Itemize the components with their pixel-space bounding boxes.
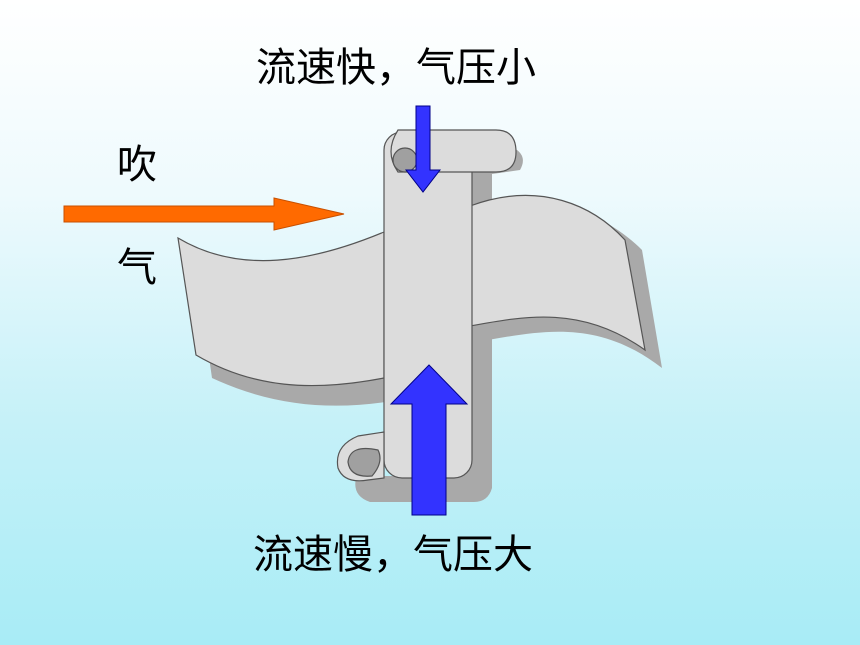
scroll-bottom-curl (347, 447, 381, 477)
blow-label: 吹 (117, 142, 157, 188)
bottom-pressure-label: 流速慢，气压大 (253, 532, 533, 578)
scroll-top-curl (392, 147, 418, 173)
right-arrow-icon (63, 197, 345, 231)
paper-sheet (177, 194, 646, 387)
top-pressure-label: 流速快，气压小 (256, 45, 536, 91)
up-arrow-icon (389, 364, 469, 516)
paper-left (177, 231, 385, 387)
down-arrow-icon (404, 105, 442, 193)
paper-right (469, 194, 646, 352)
air-label: 气 (117, 245, 157, 291)
